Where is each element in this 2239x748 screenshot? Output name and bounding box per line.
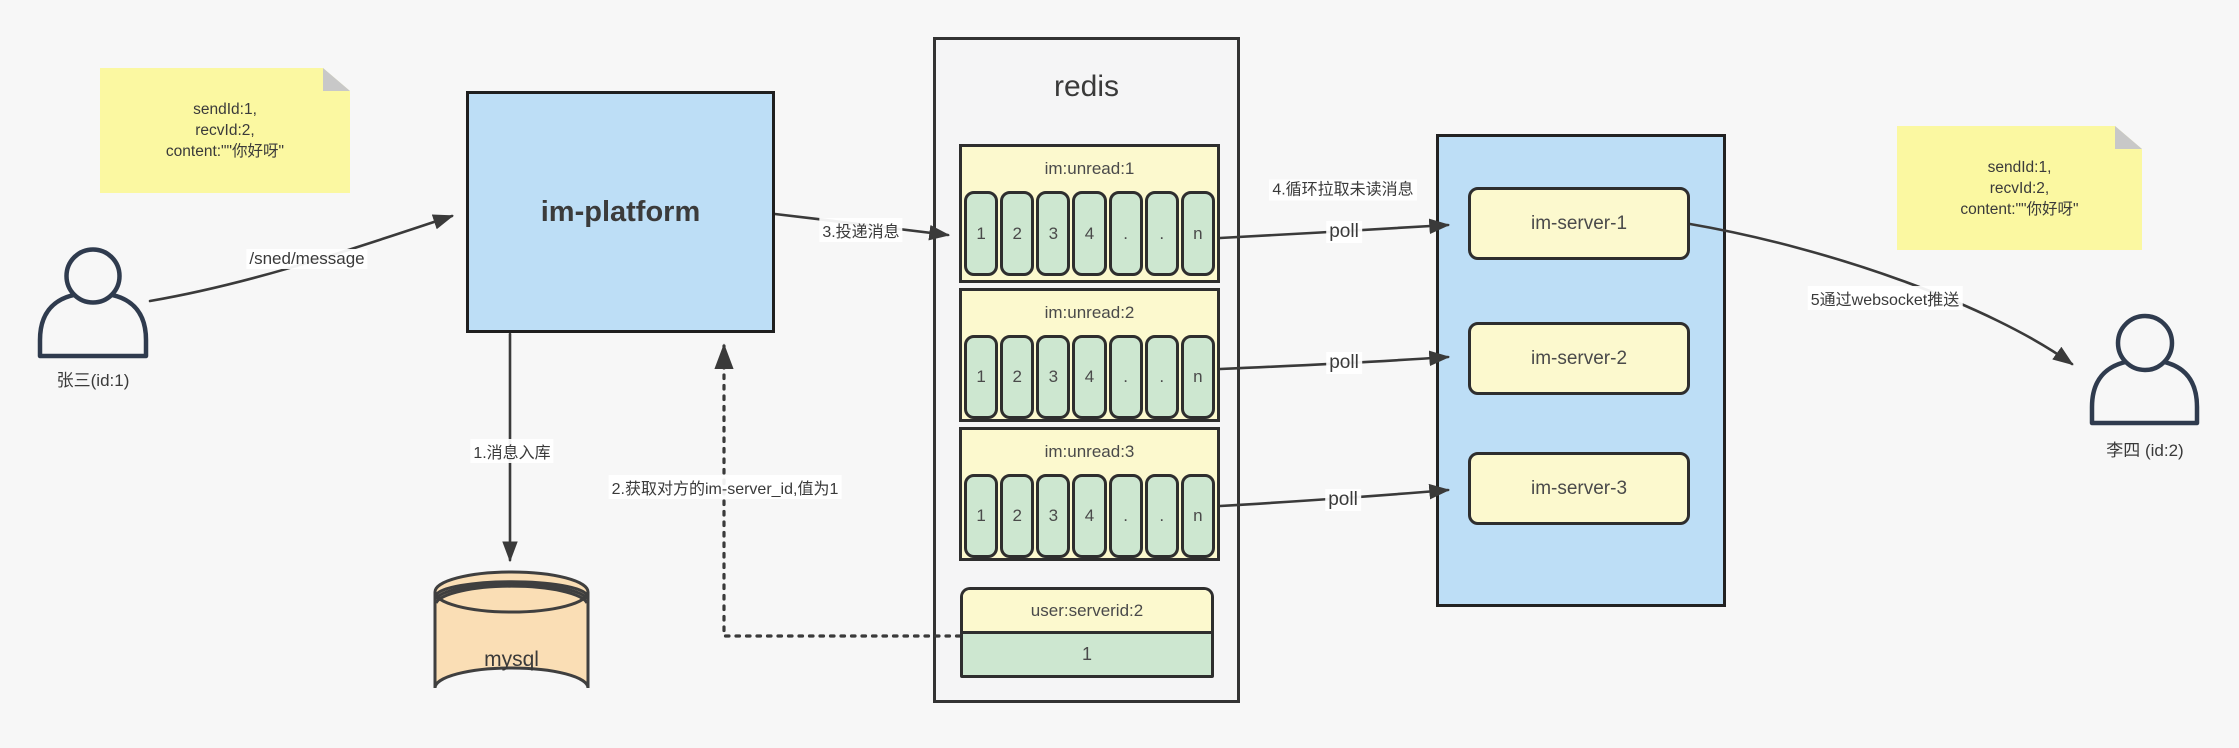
redis-title: redis: [1053, 70, 1120, 103]
queue-cell: 1: [964, 334, 999, 419]
queue-name: im:unread:3: [1044, 441, 1135, 461]
queue-cell: .: [1108, 334, 1143, 419]
queue-cell: 3: [1036, 334, 1071, 419]
queue-cell: n: [1180, 334, 1215, 419]
receiver-label: 李四 (id:2): [2106, 441, 2184, 460]
edge-label-step5: 5通过websocket推送: [1807, 286, 1963, 310]
queue-cell: .: [1108, 473, 1143, 558]
note-line: content:""你好呀": [165, 143, 285, 160]
edge-label-step3: 3.投递消息: [819, 218, 903, 242]
sticky-note-right: sendId:1, recvId:2, content:""你好呀": [1897, 126, 2142, 250]
redis-queue-unread-3: im:unread:3 1 2 3 4 . . n: [959, 427, 1220, 561]
mysql-label: mysql: [484, 648, 539, 671]
edge-label-step4: 4.循环拉取未读消息: [1269, 179, 1417, 201]
queue-cells: 1 2 3 4 . . n: [962, 334, 1217, 419]
queue-cell: 1: [964, 473, 999, 558]
queue-cell: 2: [1000, 334, 1035, 419]
user-icon-sender: [37, 247, 149, 359]
queue-cell: 2: [1000, 191, 1035, 276]
edge-label-send-message: /sned/message: [246, 249, 368, 269]
kv-key: user:serverid:2: [963, 590, 1211, 634]
queue-cell: 3: [1036, 191, 1071, 276]
edge-label-poll-3: poll: [1325, 489, 1361, 511]
note-line: sendId:1,: [193, 101, 257, 118]
node-im-server-1: im-server-1: [1468, 187, 1690, 260]
sticky-note-left: sendId:1, recvId:2, content:""你好呀": [100, 68, 350, 193]
queue-cell: .: [1144, 473, 1179, 558]
queue-cell: .: [1144, 191, 1179, 276]
queue-cell: n: [1180, 473, 1215, 558]
queue-cell: 4: [1072, 334, 1107, 419]
edge-label-step1: 1.消息入库: [470, 439, 554, 463]
edge-label-poll-2: poll: [1326, 352, 1362, 374]
queue-cells: 1 2 3 4 . . n: [962, 473, 1217, 558]
note-line: sendId:1,: [1987, 158, 2052, 176]
node-im-server-3: im-server-3: [1468, 452, 1690, 525]
redis-queue-unread-1: im:unread:1 1 2 3 4 . . n: [959, 144, 1220, 283]
sender-label: 张三(id:1): [56, 371, 130, 390]
queue-name: im:unread:2: [1044, 302, 1135, 322]
note-line: recvId:2,: [1989, 179, 2050, 197]
queue-cell: 1: [964, 191, 999, 276]
redis-kv-user-serverid: user:serverid:2 1: [960, 587, 1214, 678]
note-line: content:""你好呀": [1960, 200, 2079, 218]
queue-cells: 1 2 3 4 . . n: [962, 191, 1217, 276]
queue-cell: 4: [1072, 191, 1107, 276]
kv-value: 1: [963, 634, 1211, 675]
node-im-platform: im-platform: [466, 91, 775, 333]
queue-name: im:unread:1: [1044, 159, 1135, 178]
queue-cell: 2: [1000, 473, 1035, 558]
note-line: recvId:2,: [195, 122, 255, 139]
redis-queue-unread-2: im:unread:2 1 2 3 4 . . n: [959, 288, 1220, 422]
queue-cell: 4: [1072, 473, 1107, 558]
queue-cell: .: [1108, 191, 1143, 276]
user-icon-receiver: [2089, 313, 2200, 426]
edge-label-poll-1: poll: [1326, 221, 1362, 243]
queue-cell: .: [1144, 334, 1179, 419]
edge-label-step2: 2.获取对方的im-server_id,值为1: [608, 475, 842, 499]
note-fold-icon: [323, 68, 350, 91]
node-im-server-2: im-server-2: [1468, 322, 1690, 395]
queue-cell: n: [1180, 191, 1215, 276]
queue-cell: 3: [1036, 473, 1071, 558]
note-fold-icon: [2115, 126, 2142, 149]
